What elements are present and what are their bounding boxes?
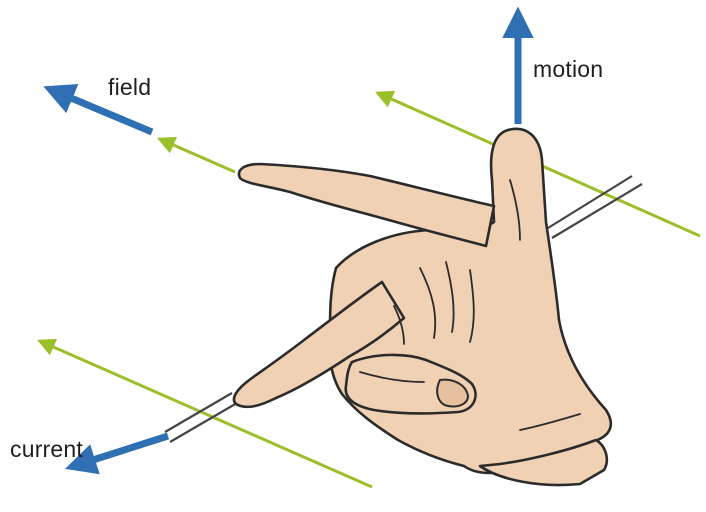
current-label: current (10, 436, 83, 463)
current-arrow (74, 436, 168, 466)
index-finger (239, 164, 494, 246)
motion-label: motion (533, 56, 603, 83)
field-label: field (108, 74, 151, 101)
left-hand (234, 129, 611, 485)
field-line-top-left (162, 140, 235, 172)
